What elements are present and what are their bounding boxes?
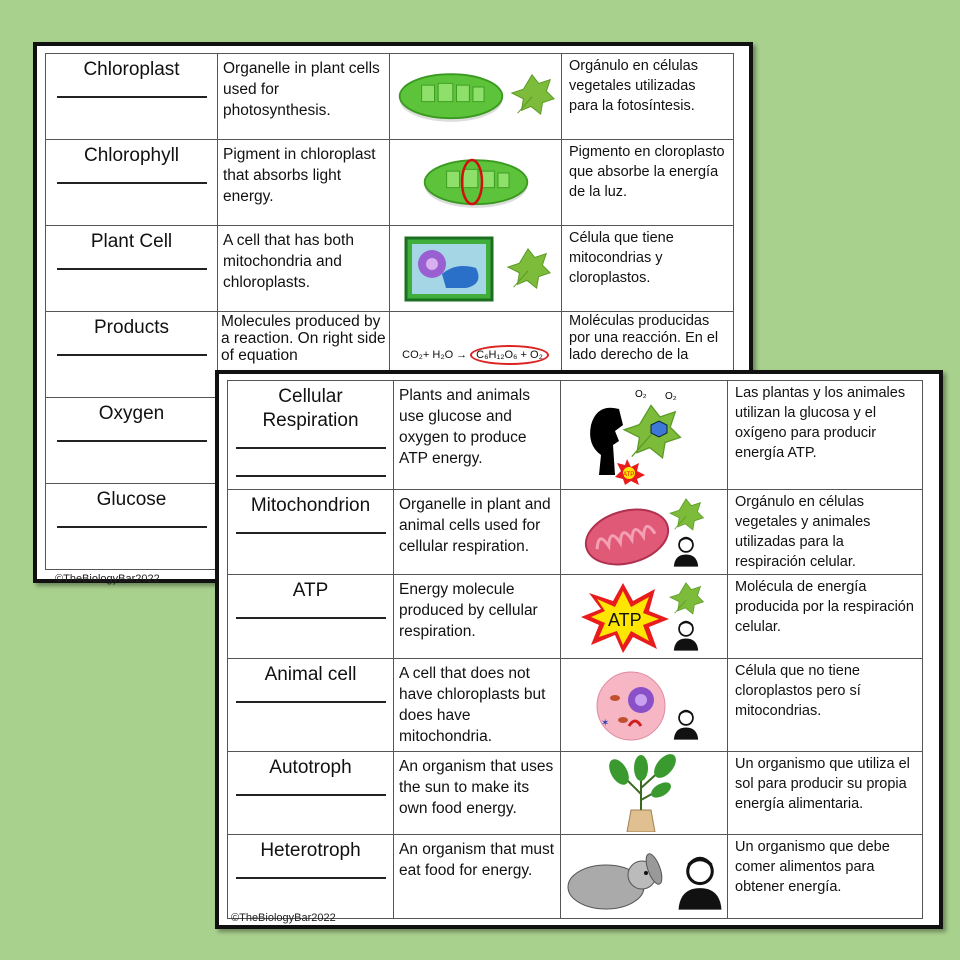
term-label: ATP	[292, 580, 329, 601]
answer-blank[interactable]	[235, 532, 386, 534]
definition-spanish: Pigmento en cloroplasto que absorbe la e…	[561, 139, 734, 226]
respiration-diagram-illustration: O₂ O₂ ATP	[560, 380, 728, 490]
answer-blank[interactable]	[235, 877, 386, 879]
answer-blank[interactable]	[235, 701, 386, 703]
term-label: Chlorophyll	[83, 145, 180, 166]
term-label: Glucose	[96, 489, 167, 510]
vocab-table-front: Cellular Respiration Plants and animals u…	[227, 380, 923, 919]
definition-spanish: Orgánulo en células vegetales y animales…	[727, 489, 923, 575]
definition-english: An organism that uses the sun to make it…	[393, 751, 561, 835]
term-label: Products	[94, 317, 169, 338]
term-label: Animal cell	[264, 664, 357, 685]
arrow-icon: →	[456, 348, 468, 361]
atp-burst-illustration: ATP	[560, 574, 728, 659]
definition-english: A cell that has both mitochondria and ch…	[217, 225, 390, 312]
reactants: CO₂+ H₂O	[402, 348, 454, 361]
term-label: Heterotroph	[260, 840, 361, 861]
definition-english: A cell that does not have chloroplasts b…	[393, 658, 561, 752]
answer-blank[interactable]	[235, 447, 386, 449]
answer-blank[interactable]	[56, 182, 207, 184]
term-label: Oxygen	[98, 403, 165, 424]
products-circled: C₆H₁₂O₆ + O₂	[470, 344, 549, 365]
mitochondrion-illustration	[560, 489, 728, 575]
vocab-row: ATP Energy molecule produced by cellular …	[227, 574, 923, 659]
vocab-row: Chlorophyll Pigment in chloroplast that a…	[45, 139, 734, 226]
vocab-row: Cellular Respiration Plants and animals u…	[227, 380, 923, 490]
vocab-row: Autotroph An organism that uses the sun t…	[227, 751, 923, 835]
answer-blank[interactable]	[235, 475, 386, 477]
animal-cell-illustration: ✶	[560, 658, 728, 752]
svg-text:✶: ✶	[601, 718, 609, 729]
svg-text:O₂: O₂	[665, 391, 677, 402]
copyright-footer: ©TheBiologyBar2022	[55, 573, 160, 585]
vocab-row: Animal cell A cell that does not have chl…	[227, 658, 923, 752]
potted-plant-illustration	[560, 751, 728, 835]
definition-english: Plants and animals use glucose and oxyge…	[393, 380, 561, 490]
term-label: Plant Cell	[90, 231, 173, 252]
vocab-row: Plant Cell A cell that has both mitochond…	[45, 225, 734, 312]
answer-blank[interactable]	[56, 526, 207, 528]
chemical-equation: CO₂+ H₂O→C₆H₁₂O₆ + O₂	[391, 313, 561, 397]
answer-blank[interactable]	[56, 96, 207, 98]
vocab-row: Chloroplast Organelle in plant cells used…	[45, 53, 734, 140]
term-label: Chloroplast	[83, 59, 180, 80]
definition-spanish: Un organismo que utiliza el sol para pro…	[727, 751, 923, 835]
rabbit-and-person-illustration	[560, 834, 728, 919]
chloroplast-with-leaf-illustration	[389, 53, 562, 140]
definition-english: Organelle in plant cells used for photos…	[217, 53, 390, 140]
answer-blank[interactable]	[235, 617, 386, 619]
definition-spanish: Las plantas y los animales utilizan la g…	[727, 380, 923, 490]
term-label: Autotroph	[269, 757, 352, 778]
term-label: Mitochondrion	[250, 495, 371, 516]
vocab-row: Mitochondrion Organelle in plant and anim…	[227, 489, 923, 575]
vocab-row: Heterotroph An organism that must eat foo…	[227, 834, 923, 919]
definition-english: Pigment in chloroplast that absorbs ligh…	[217, 139, 390, 226]
definition-spanish: Orgánulo en células vegetales utilizadas…	[561, 53, 734, 140]
front-worksheet: Cellular Respiration Plants and animals u…	[215, 370, 943, 929]
term-label: Cellular Respiration	[262, 386, 359, 431]
definition-spanish: Célula que no tiene cloroplastos pero sí…	[727, 658, 923, 752]
svg-text:O₂: O₂	[635, 389, 647, 400]
plant-cell-with-leaf-illustration	[389, 225, 562, 312]
atp-label: ATP	[608, 610, 642, 630]
definition-spanish: Un organismo que debe comer alimentos pa…	[727, 834, 923, 919]
answer-blank[interactable]	[56, 268, 207, 270]
definition-spanish: Molécula de energía producida por la res…	[727, 574, 923, 659]
answer-blank[interactable]	[56, 440, 207, 442]
definition-spanish: Célula que tiene mitocondrias y cloropla…	[561, 225, 734, 312]
definition-english: Energy molecule produced by cellular res…	[393, 574, 561, 659]
definition-english: Organelle in plant and animal cells used…	[393, 489, 561, 575]
answer-blank[interactable]	[56, 354, 207, 356]
definition-english: An organism that must eat food for energ…	[393, 834, 561, 919]
chloroplast-highlighted-illustration	[389, 139, 562, 226]
copyright-footer: ©TheBiologyBar2022	[231, 912, 336, 924]
answer-blank[interactable]	[235, 794, 386, 796]
svg-text:ATP: ATP	[623, 472, 634, 478]
